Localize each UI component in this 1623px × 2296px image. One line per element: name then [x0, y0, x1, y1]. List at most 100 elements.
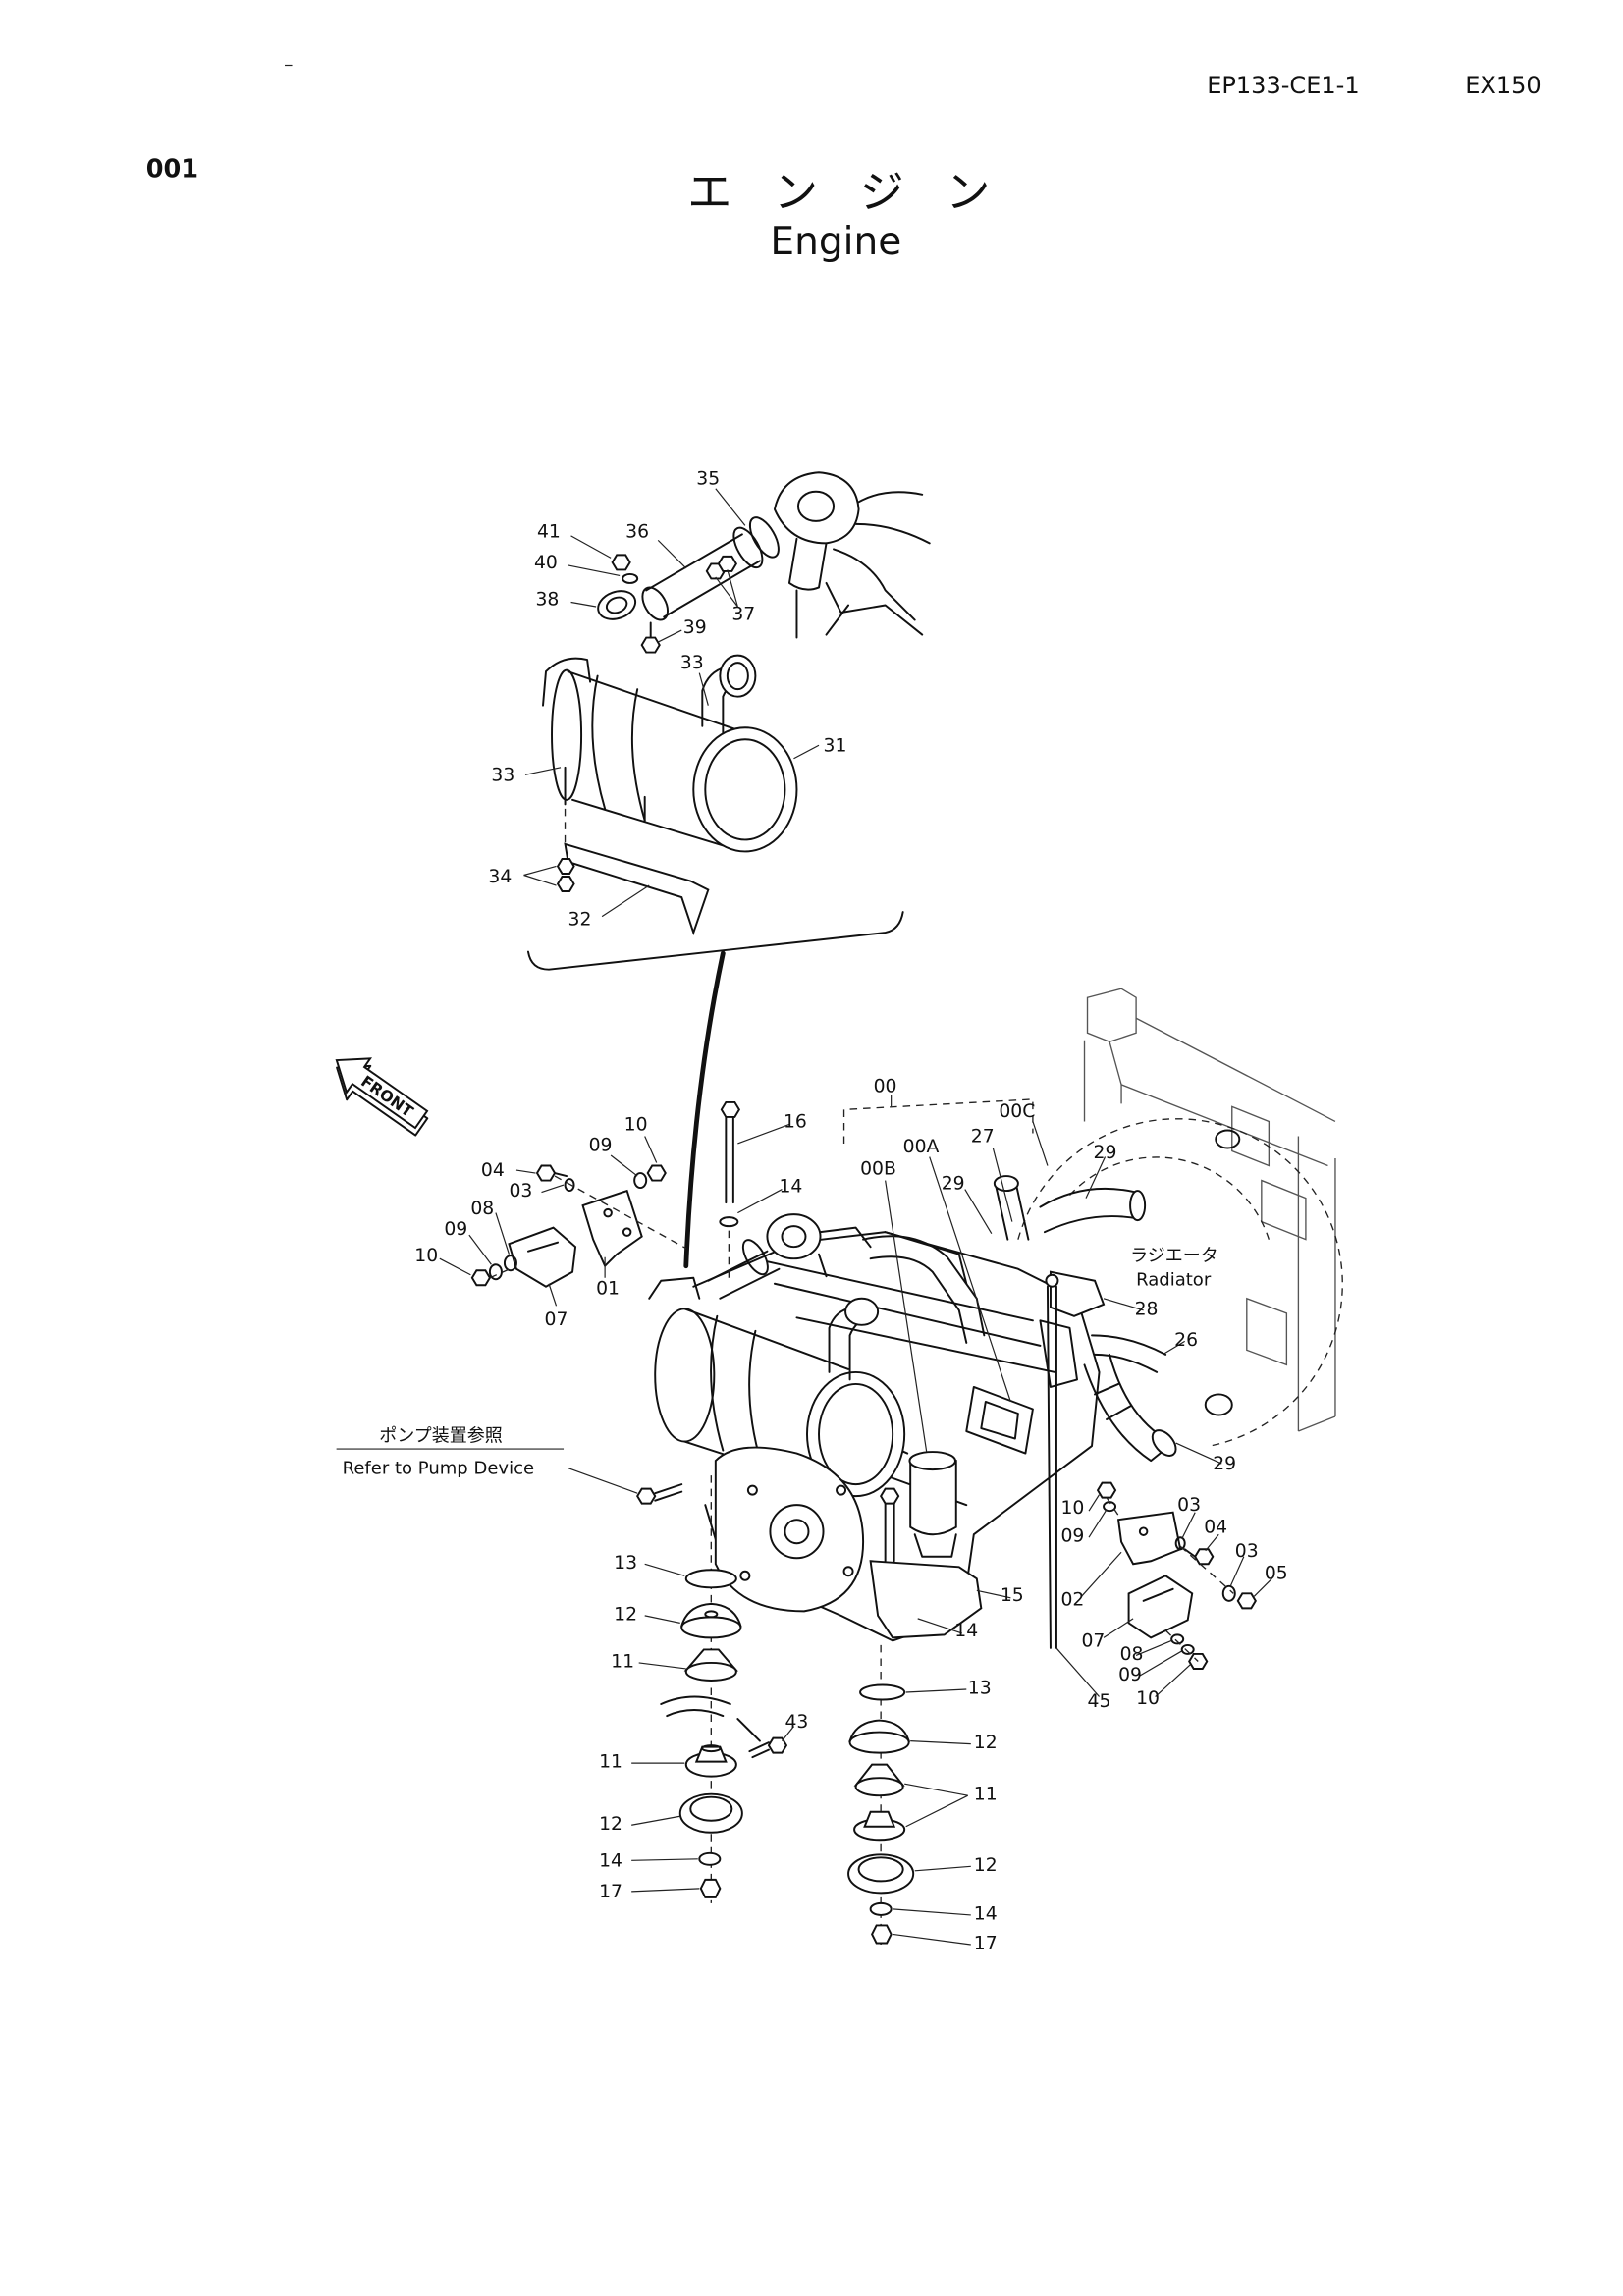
- callout-10: 10: [1060, 1498, 1084, 1519]
- callout-17: 17: [599, 1882, 622, 1902]
- cushion-11-right-upper: [853, 1763, 905, 1797]
- nut-10-right-top: [1096, 1481, 1117, 1499]
- left-mount-axis: [489, 1175, 687, 1279]
- callout-32: 32: [568, 910, 592, 931]
- pump-ref-label-ja: ポンプ装置参照: [379, 1426, 503, 1447]
- front-label: FRONT: [357, 1072, 416, 1121]
- front-bolt: [879, 1487, 900, 1563]
- mount-bracket-02: [1116, 1511, 1182, 1566]
- washer-09-right: [1180, 1643, 1195, 1655]
- callout-10: 10: [1136, 1688, 1160, 1709]
- washer-03-right-top: [1174, 1536, 1186, 1551]
- nut-05-right: [1236, 1592, 1257, 1610]
- callout-12: 12: [614, 1604, 637, 1625]
- callout-03: 03: [1235, 1541, 1259, 1562]
- callout-45: 45: [1088, 1691, 1111, 1712]
- pump-ref-label-en: Refer to Pump Device: [343, 1459, 534, 1479]
- callout-09: 09: [1060, 1526, 1084, 1547]
- callout-29: 29: [1213, 1454, 1236, 1474]
- callout-00A: 00A: [903, 1137, 940, 1157]
- muffler: [542, 654, 798, 853]
- callout-10: 10: [624, 1114, 648, 1135]
- callout-17: 17: [974, 1933, 998, 1953]
- mount-bracket-01: [581, 1189, 643, 1268]
- bolt-04-right: [1183, 1548, 1215, 1566]
- dipstick: [1045, 1273, 1059, 1649]
- callout-33: 33: [491, 765, 514, 785]
- catalog-code: EP133-CE1-1: [1207, 72, 1359, 99]
- callout-15: 15: [1001, 1585, 1024, 1606]
- callout-01: 01: [596, 1278, 620, 1299]
- callout-14: 14: [974, 1903, 998, 1924]
- callout-12: 12: [599, 1814, 622, 1835]
- callout-37: 37: [731, 605, 755, 625]
- callout-14: 14: [779, 1177, 802, 1198]
- engine-turbocharger: [707, 1213, 986, 1344]
- callout-43: 43: [784, 1712, 808, 1733]
- title-english: Engine: [770, 220, 901, 264]
- nut-34b: [556, 876, 575, 893]
- cushion-12-right-lower: [847, 1853, 915, 1895]
- rubber-mount-07-left: [508, 1226, 577, 1288]
- engine-muffler: [648, 1276, 906, 1498]
- right-mount-axis: [1106, 1497, 1234, 1662]
- cushion-11-right-lower: [853, 1810, 906, 1842]
- turbocharger: [773, 471, 931, 639]
- callout-08: 08: [470, 1199, 494, 1219]
- callout-39: 39: [683, 617, 707, 638]
- callout-36: 36: [625, 521, 649, 542]
- exhaust-pipe: [641, 516, 780, 621]
- callout-11: 11: [599, 1752, 622, 1773]
- callout-02: 02: [1060, 1589, 1084, 1610]
- callout-00B: 00B: [860, 1159, 896, 1180]
- callout-13: 13: [968, 1679, 992, 1699]
- callout-09: 09: [589, 1136, 613, 1156]
- nut-10-right: [1188, 1652, 1209, 1670]
- stopper-13-right: [859, 1683, 906, 1701]
- callout-08: 08: [1120, 1644, 1144, 1665]
- pump-device-bolt: [636, 1483, 683, 1505]
- callout-07: 07: [545, 1309, 568, 1330]
- hose-sketch: [660, 1695, 761, 1742]
- washer-09-right-top: [1103, 1501, 1117, 1513]
- callout-38: 38: [535, 589, 559, 610]
- flywheel-housing: [714, 1446, 865, 1613]
- model-name: EX150: [1465, 72, 1542, 99]
- callout-35: 35: [696, 468, 720, 489]
- callout-03: 03: [1177, 1495, 1201, 1516]
- callout-31: 31: [824, 735, 847, 756]
- callout-14: 14: [599, 1850, 622, 1871]
- water-hose-26: [1091, 1334, 1167, 1373]
- washer-14-right: [869, 1901, 893, 1916]
- cushion-11-left-upper: [683, 1648, 738, 1682]
- leader-lines-muffler: [523, 488, 820, 918]
- bolt-04-left: [535, 1164, 568, 1182]
- washer-08-left: [503, 1255, 517, 1272]
- callout-13: 13: [614, 1553, 637, 1574]
- callout-29: 29: [1094, 1143, 1117, 1163]
- washer-14-left: [698, 1851, 722, 1866]
- cushion-11-left-lower: [684, 1744, 737, 1778]
- radiator: [1017, 988, 1343, 1447]
- callout-04: 04: [1204, 1518, 1227, 1538]
- callout-09: 09: [1118, 1665, 1142, 1685]
- bolt-39: [640, 621, 661, 654]
- washer-40: [622, 572, 639, 584]
- callout-00C: 00C: [999, 1101, 1035, 1122]
- leader-lines-engine: [439, 1095, 1272, 1946]
- callout-00: 00: [874, 1076, 897, 1096]
- cushion-12-left-upper: [679, 1602, 742, 1639]
- nut-41: [611, 554, 631, 571]
- bolt-16: [719, 1100, 741, 1228]
- callout-10: 10: [414, 1246, 438, 1266]
- callout-12: 12: [974, 1855, 998, 1876]
- nut-34a: [556, 857, 575, 875]
- nut-17-right: [871, 1924, 893, 1945]
- assembly-00-frame: [842, 1098, 1034, 1144]
- washer-03-left: [564, 1178, 575, 1193]
- nut-37b: [717, 555, 738, 572]
- callout-40: 40: [534, 553, 558, 573]
- front-arrow: FRONT: [335, 1057, 429, 1137]
- callout-16: 16: [784, 1111, 807, 1132]
